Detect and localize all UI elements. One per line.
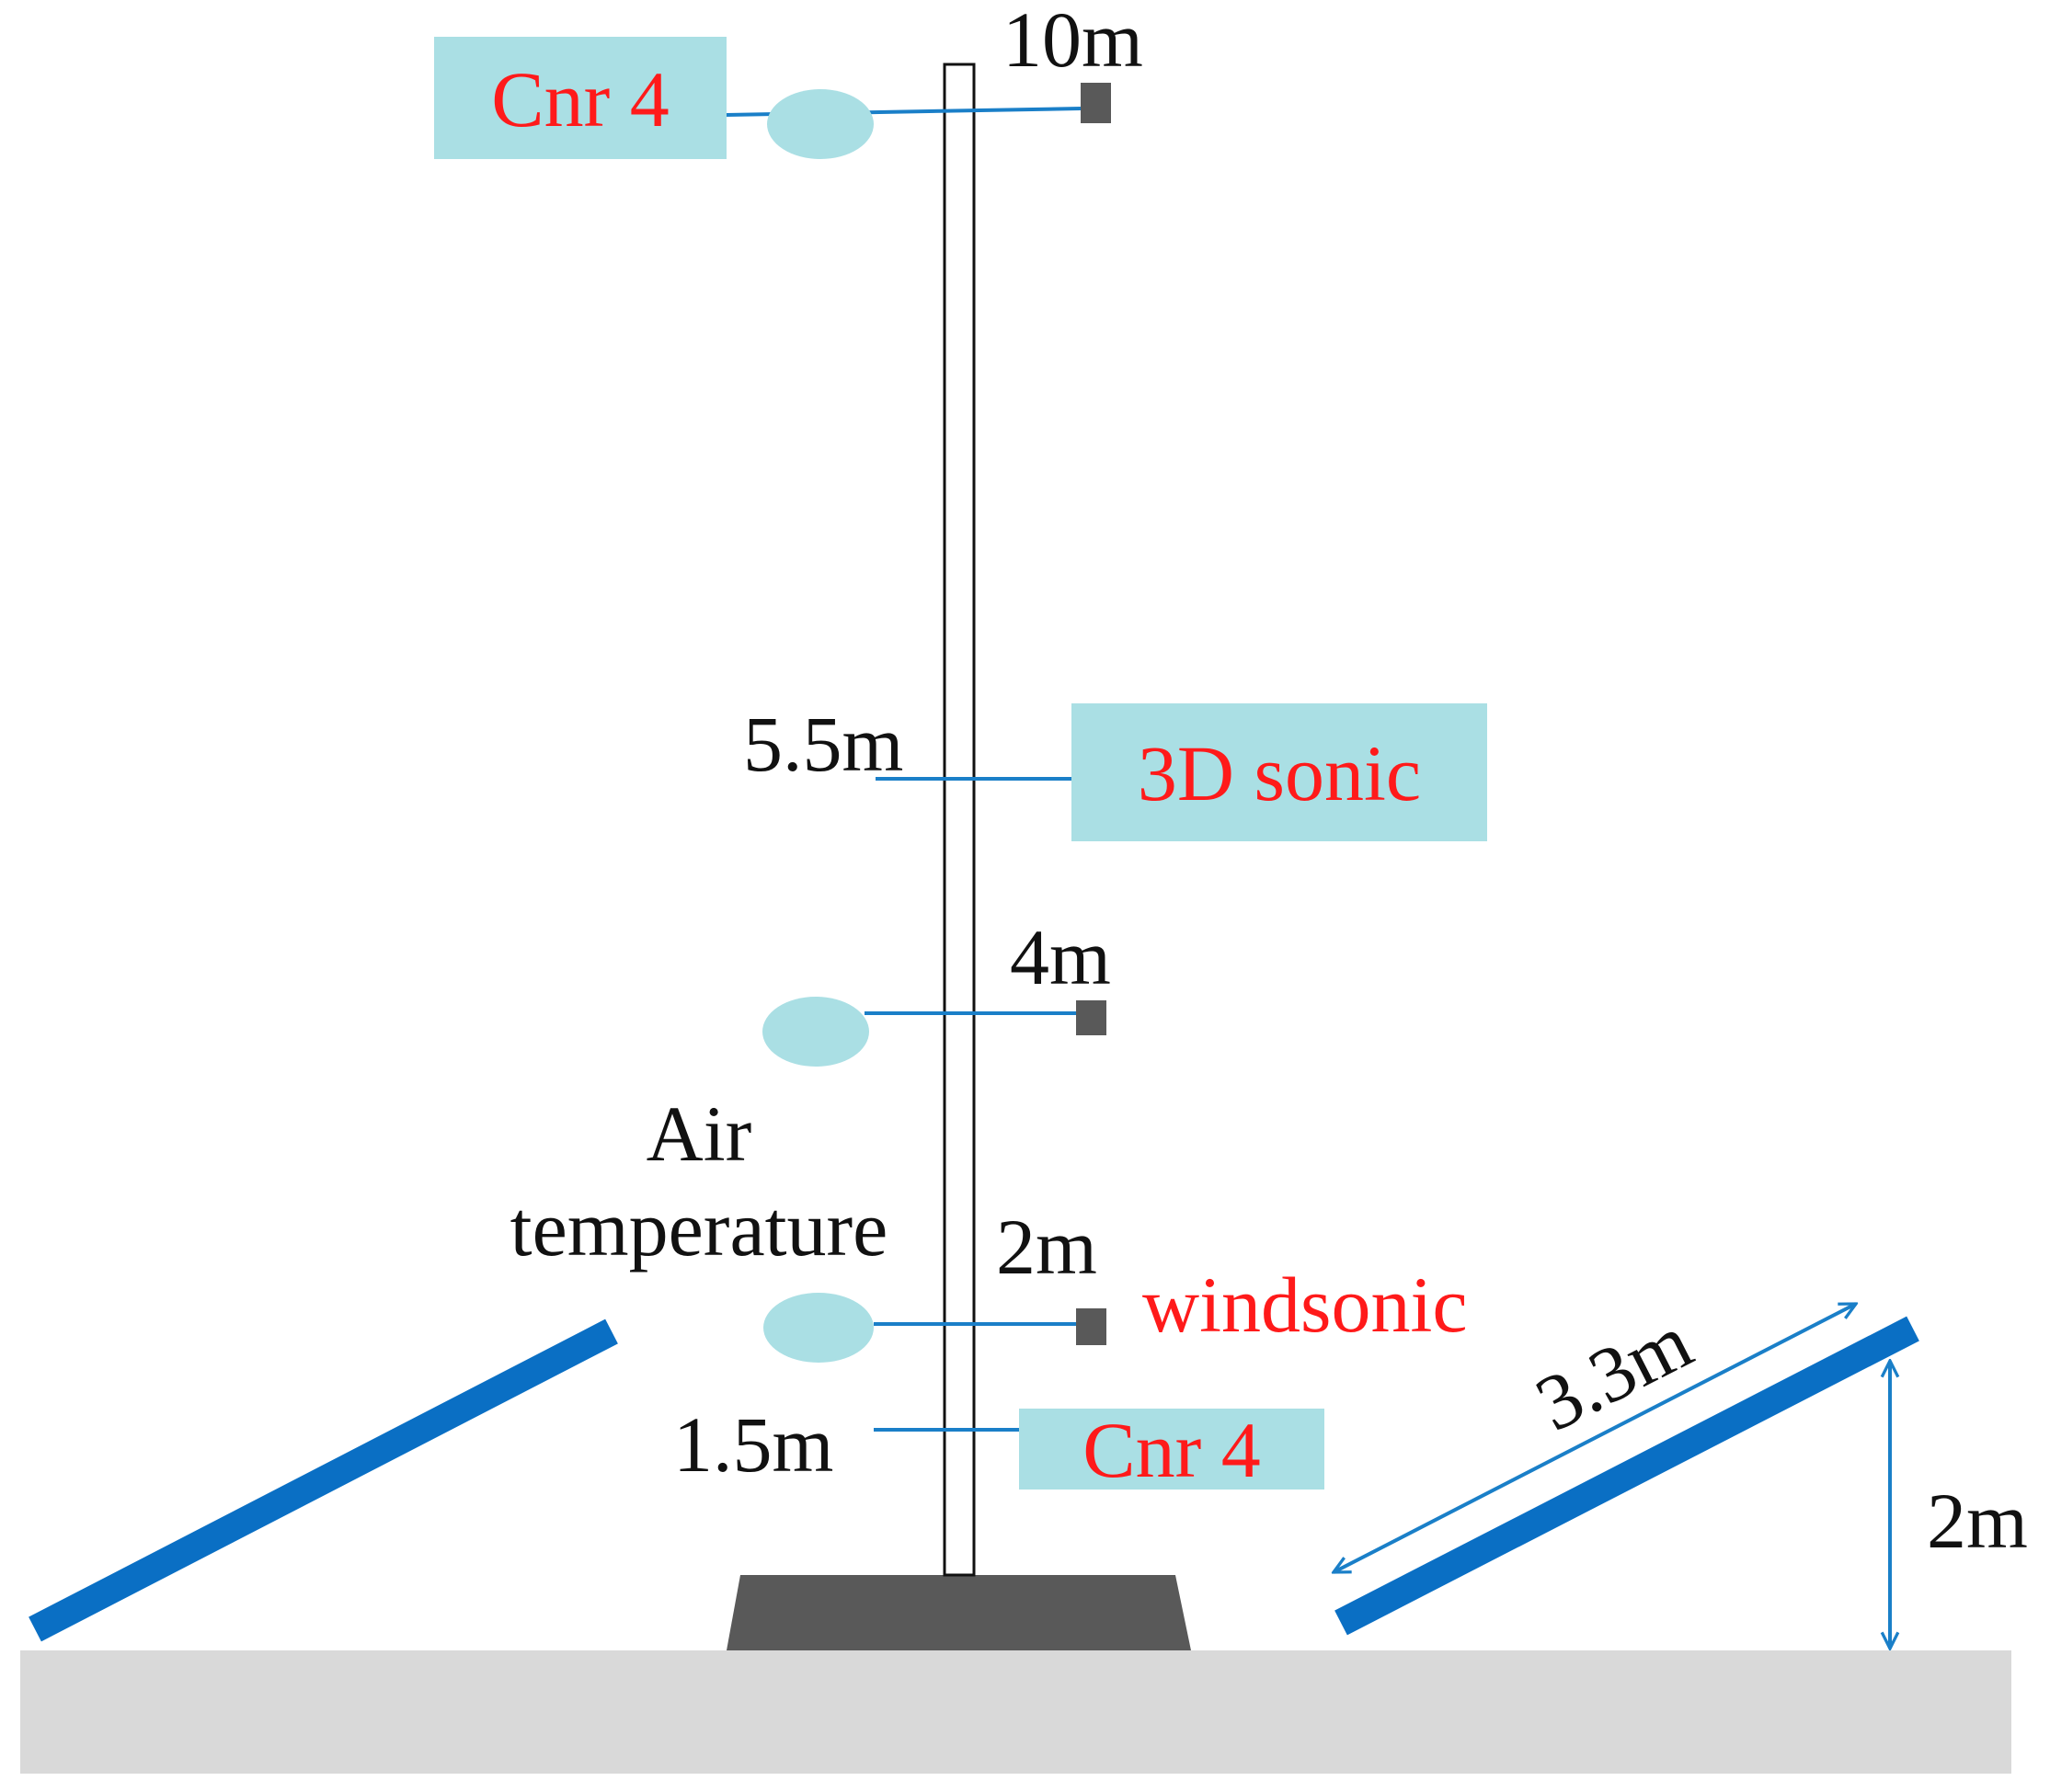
label-box-3d-sonic xyxy=(1071,703,1487,841)
instrument-label-cnr4-bottom: Cnr 4 xyxy=(1082,1406,1261,1494)
ground xyxy=(20,1650,2011,1774)
sensor-block-10m xyxy=(1081,83,1111,123)
height-label-1-5m: 1.5m xyxy=(673,1400,833,1489)
air-temperature-label-line2: temperature xyxy=(510,1184,888,1273)
instrument-label-windsonic: windsonic xyxy=(1142,1261,1468,1349)
sensor-block-2m xyxy=(1076,1308,1106,1345)
panel-length-arrow xyxy=(1334,1302,1856,1574)
sensor-ellipse-4m xyxy=(762,997,869,1067)
instrument-label-3d-sonic: 3D sonic xyxy=(1138,729,1421,817)
panel-length-label: 3.3m xyxy=(1522,1296,1705,1448)
panel-height-label: 2m xyxy=(1927,1477,2028,1565)
label-box-cnr4-top xyxy=(434,37,727,159)
instrument-label-cnr4-top: Cnr 4 xyxy=(491,55,670,143)
height-label-2m: 2m xyxy=(996,1203,1097,1291)
mast-pole xyxy=(943,63,976,1577)
solar-panel-left xyxy=(29,1318,618,1642)
air-temperature-label-line1: Air xyxy=(647,1090,752,1178)
height-label-5-5m: 5.5m xyxy=(743,700,903,788)
sensor-ellipse-2m xyxy=(763,1293,874,1363)
height-label-10m: 10m xyxy=(1002,0,1143,84)
sensor-block-4m xyxy=(1076,1000,1106,1035)
mast-base xyxy=(727,1575,1191,1650)
sensor-ellipse-10m xyxy=(767,89,874,159)
height-label-4m: 4m xyxy=(1010,913,1111,1001)
label-box-cnr4-bottom xyxy=(1019,1409,1324,1490)
